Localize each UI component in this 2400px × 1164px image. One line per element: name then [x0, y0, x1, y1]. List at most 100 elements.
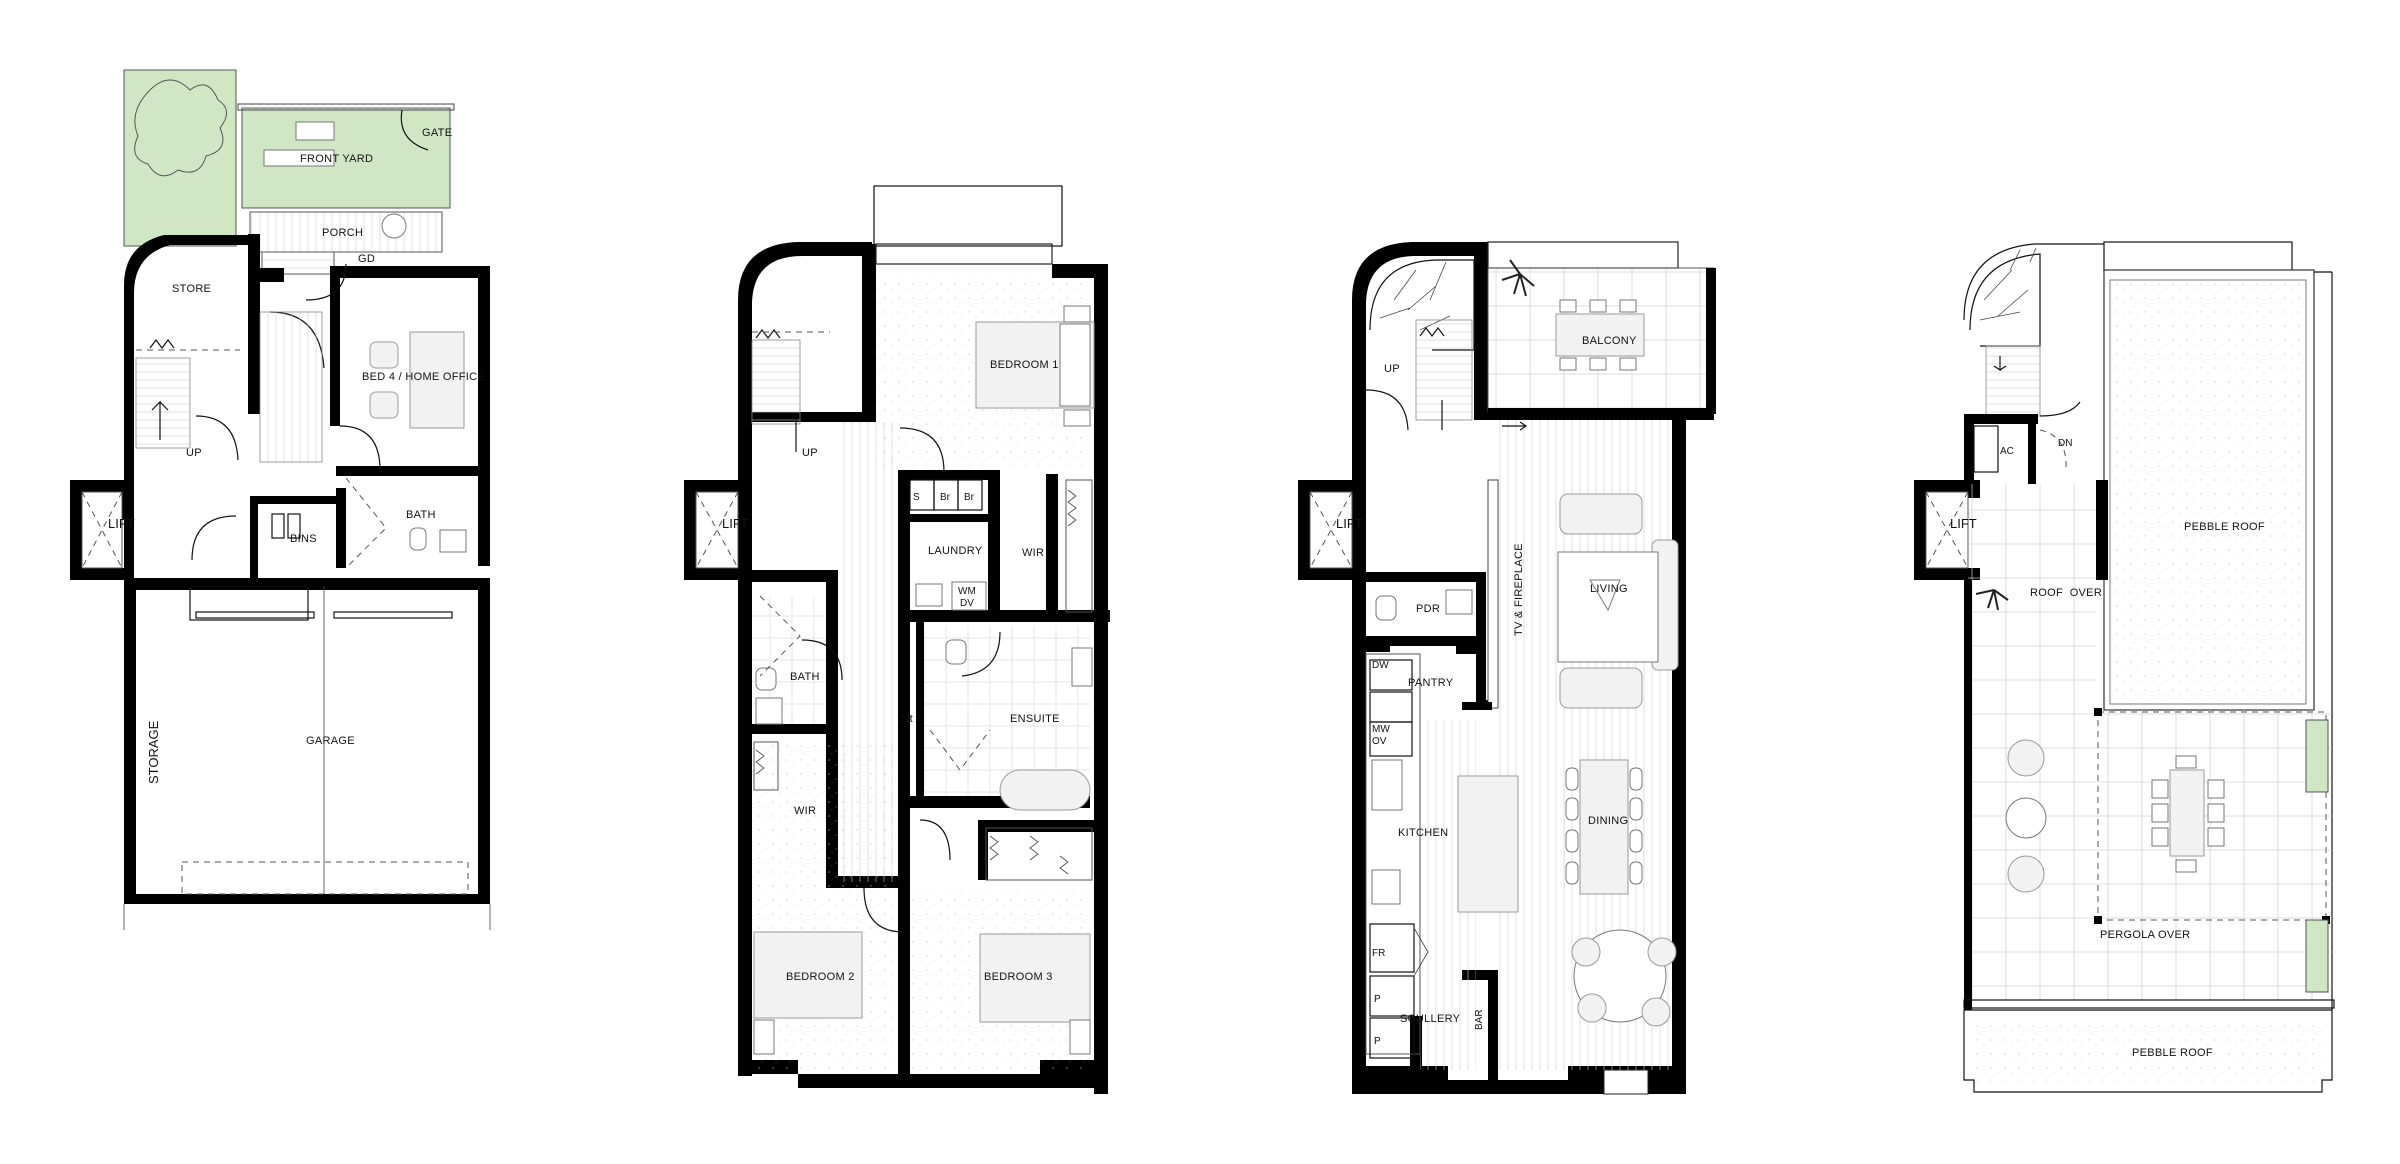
label-bedroom2: BEDROOM 2 — [786, 971, 855, 983]
side-garden — [123, 69, 237, 247]
label-front-yard: FRONT YARD — [300, 153, 373, 165]
balcony-table — [1555, 313, 1645, 357]
door-swing — [305, 263, 347, 301]
hall-floor — [259, 311, 323, 463]
label-tv-fireplace: TV & FIREPLACE — [1513, 543, 1525, 636]
tv-fireplace-joinery — [1487, 479, 1499, 709]
ground-floor-plan — [70, 69, 491, 930]
label-ov: OV — [1372, 736, 1387, 747]
label-store: STORE — [172, 283, 211, 295]
first-lift-cross — [695, 491, 739, 569]
label-up: UP — [1384, 363, 1400, 375]
ground-wall-left — [124, 286, 134, 482]
robe — [985, 827, 1093, 881]
label-bed4: BED 4 / HOME OFFICE — [362, 371, 485, 383]
label-storage: STORAGE — [146, 720, 161, 784]
pergola-outline — [2097, 711, 2327, 921]
label-dining: DINING — [1588, 815, 1628, 827]
garage-door-left — [195, 611, 315, 619]
plant — [1975, 589, 2009, 611]
armchair-pair — [1559, 493, 1643, 535]
label-bar: BAR — [1474, 1009, 1485, 1030]
label-mw: MW — [1372, 724, 1390, 735]
label-bedroom1: BEDROOM 1 — [990, 359, 1059, 371]
label-lift: LIFT — [722, 516, 749, 531]
label-kitchen: KITCHEN — [1398, 827, 1448, 839]
first-window-top — [875, 243, 1053, 265]
garage-opening — [181, 861, 469, 895]
ground-wall-office-left — [330, 266, 340, 426]
lounge-chair — [2007, 855, 2045, 893]
label-ac: AC — [2000, 446, 2014, 457]
lounge-chair — [2007, 739, 2045, 777]
vanity — [439, 529, 467, 553]
label-p-1: P — [1374, 994, 1381, 1005]
roof-outline-curve — [1963, 243, 2104, 321]
toilet — [945, 639, 967, 665]
ground-lift-wall — [70, 480, 82, 580]
door-swing — [191, 515, 237, 561]
label-fr: FR — [1372, 948, 1385, 959]
label-wir-2: WIR — [794, 805, 816, 817]
first-wall-curve — [738, 242, 872, 592]
ground-wall-bath-top — [336, 466, 486, 476]
kitchen-bench — [1365, 653, 1421, 1055]
kitchen-island — [1457, 775, 1519, 913]
label-pantry: PANTRY — [1408, 677, 1454, 689]
first-wall-right — [1094, 264, 1108, 1094]
planter-box — [2305, 719, 2329, 793]
label-p-2: P — [1374, 1036, 1381, 1047]
label-st: St — [902, 713, 913, 725]
armchair-pair — [1559, 667, 1643, 709]
planter-box — [2305, 919, 2329, 993]
first-wall-bottom — [798, 1074, 1068, 1088]
kitchen-sink — [1371, 869, 1401, 905]
second-floor-plan — [1298, 241, 1716, 1095]
dining-chairs — [1565, 767, 1643, 885]
office-chair — [369, 391, 399, 419]
first-floor-plan — [684, 185, 1110, 1094]
pebble-roof-lower — [1963, 1009, 2333, 1093]
label-br-1: Br — [940, 492, 951, 503]
basin — [1445, 589, 1473, 615]
front-fence — [237, 103, 455, 111]
bin — [271, 513, 285, 539]
bedside-table — [1063, 409, 1091, 427]
ground-stairs — [135, 357, 191, 449]
ground-wall-office-top — [330, 266, 490, 278]
first-wall-left — [862, 244, 876, 422]
ground-wall-curve — [124, 235, 248, 593]
label-garage: GARAGE — [306, 735, 355, 747]
second-stairs — [1365, 259, 1475, 431]
door-swing — [195, 415, 239, 461]
label-wm: WM — [958, 586, 976, 597]
bed-3 — [979, 933, 1091, 1023]
label-lift: LIFT — [1336, 516, 1363, 531]
coffee-table — [1589, 579, 1621, 612]
first-stairs — [751, 329, 830, 452]
toilet — [755, 667, 777, 691]
ground-wall-garage-right — [478, 578, 490, 904]
toilet — [1375, 595, 1397, 621]
label-balcony: BALCONY — [1582, 335, 1637, 347]
ground-wall-right — [478, 266, 490, 566]
label-lift: LIFT — [1950, 516, 1977, 531]
label-bins: BINS — [290, 533, 317, 545]
porch-chair — [381, 213, 407, 239]
planter — [295, 121, 335, 141]
bedside-table — [1063, 305, 1091, 323]
outdoor-dining-table — [2169, 769, 2205, 857]
tree-canopy — [134, 79, 227, 177]
ground-wall-garage-top — [124, 578, 490, 590]
label-dn: DN — [2058, 438, 2072, 449]
label-laundry: LAUNDRY — [928, 545, 983, 557]
label-porch: PORCH — [322, 227, 363, 239]
second-wall-right — [1672, 412, 1686, 1092]
ground-wall-gd — [258, 268, 284, 282]
laundry-sink — [915, 583, 943, 607]
desk — [409, 331, 465, 429]
label-bedroom3: BEDROOM 3 — [984, 971, 1053, 983]
label-scullery: SCULLERY — [1400, 1013, 1461, 1025]
label-lift: LIFT — [108, 516, 135, 531]
